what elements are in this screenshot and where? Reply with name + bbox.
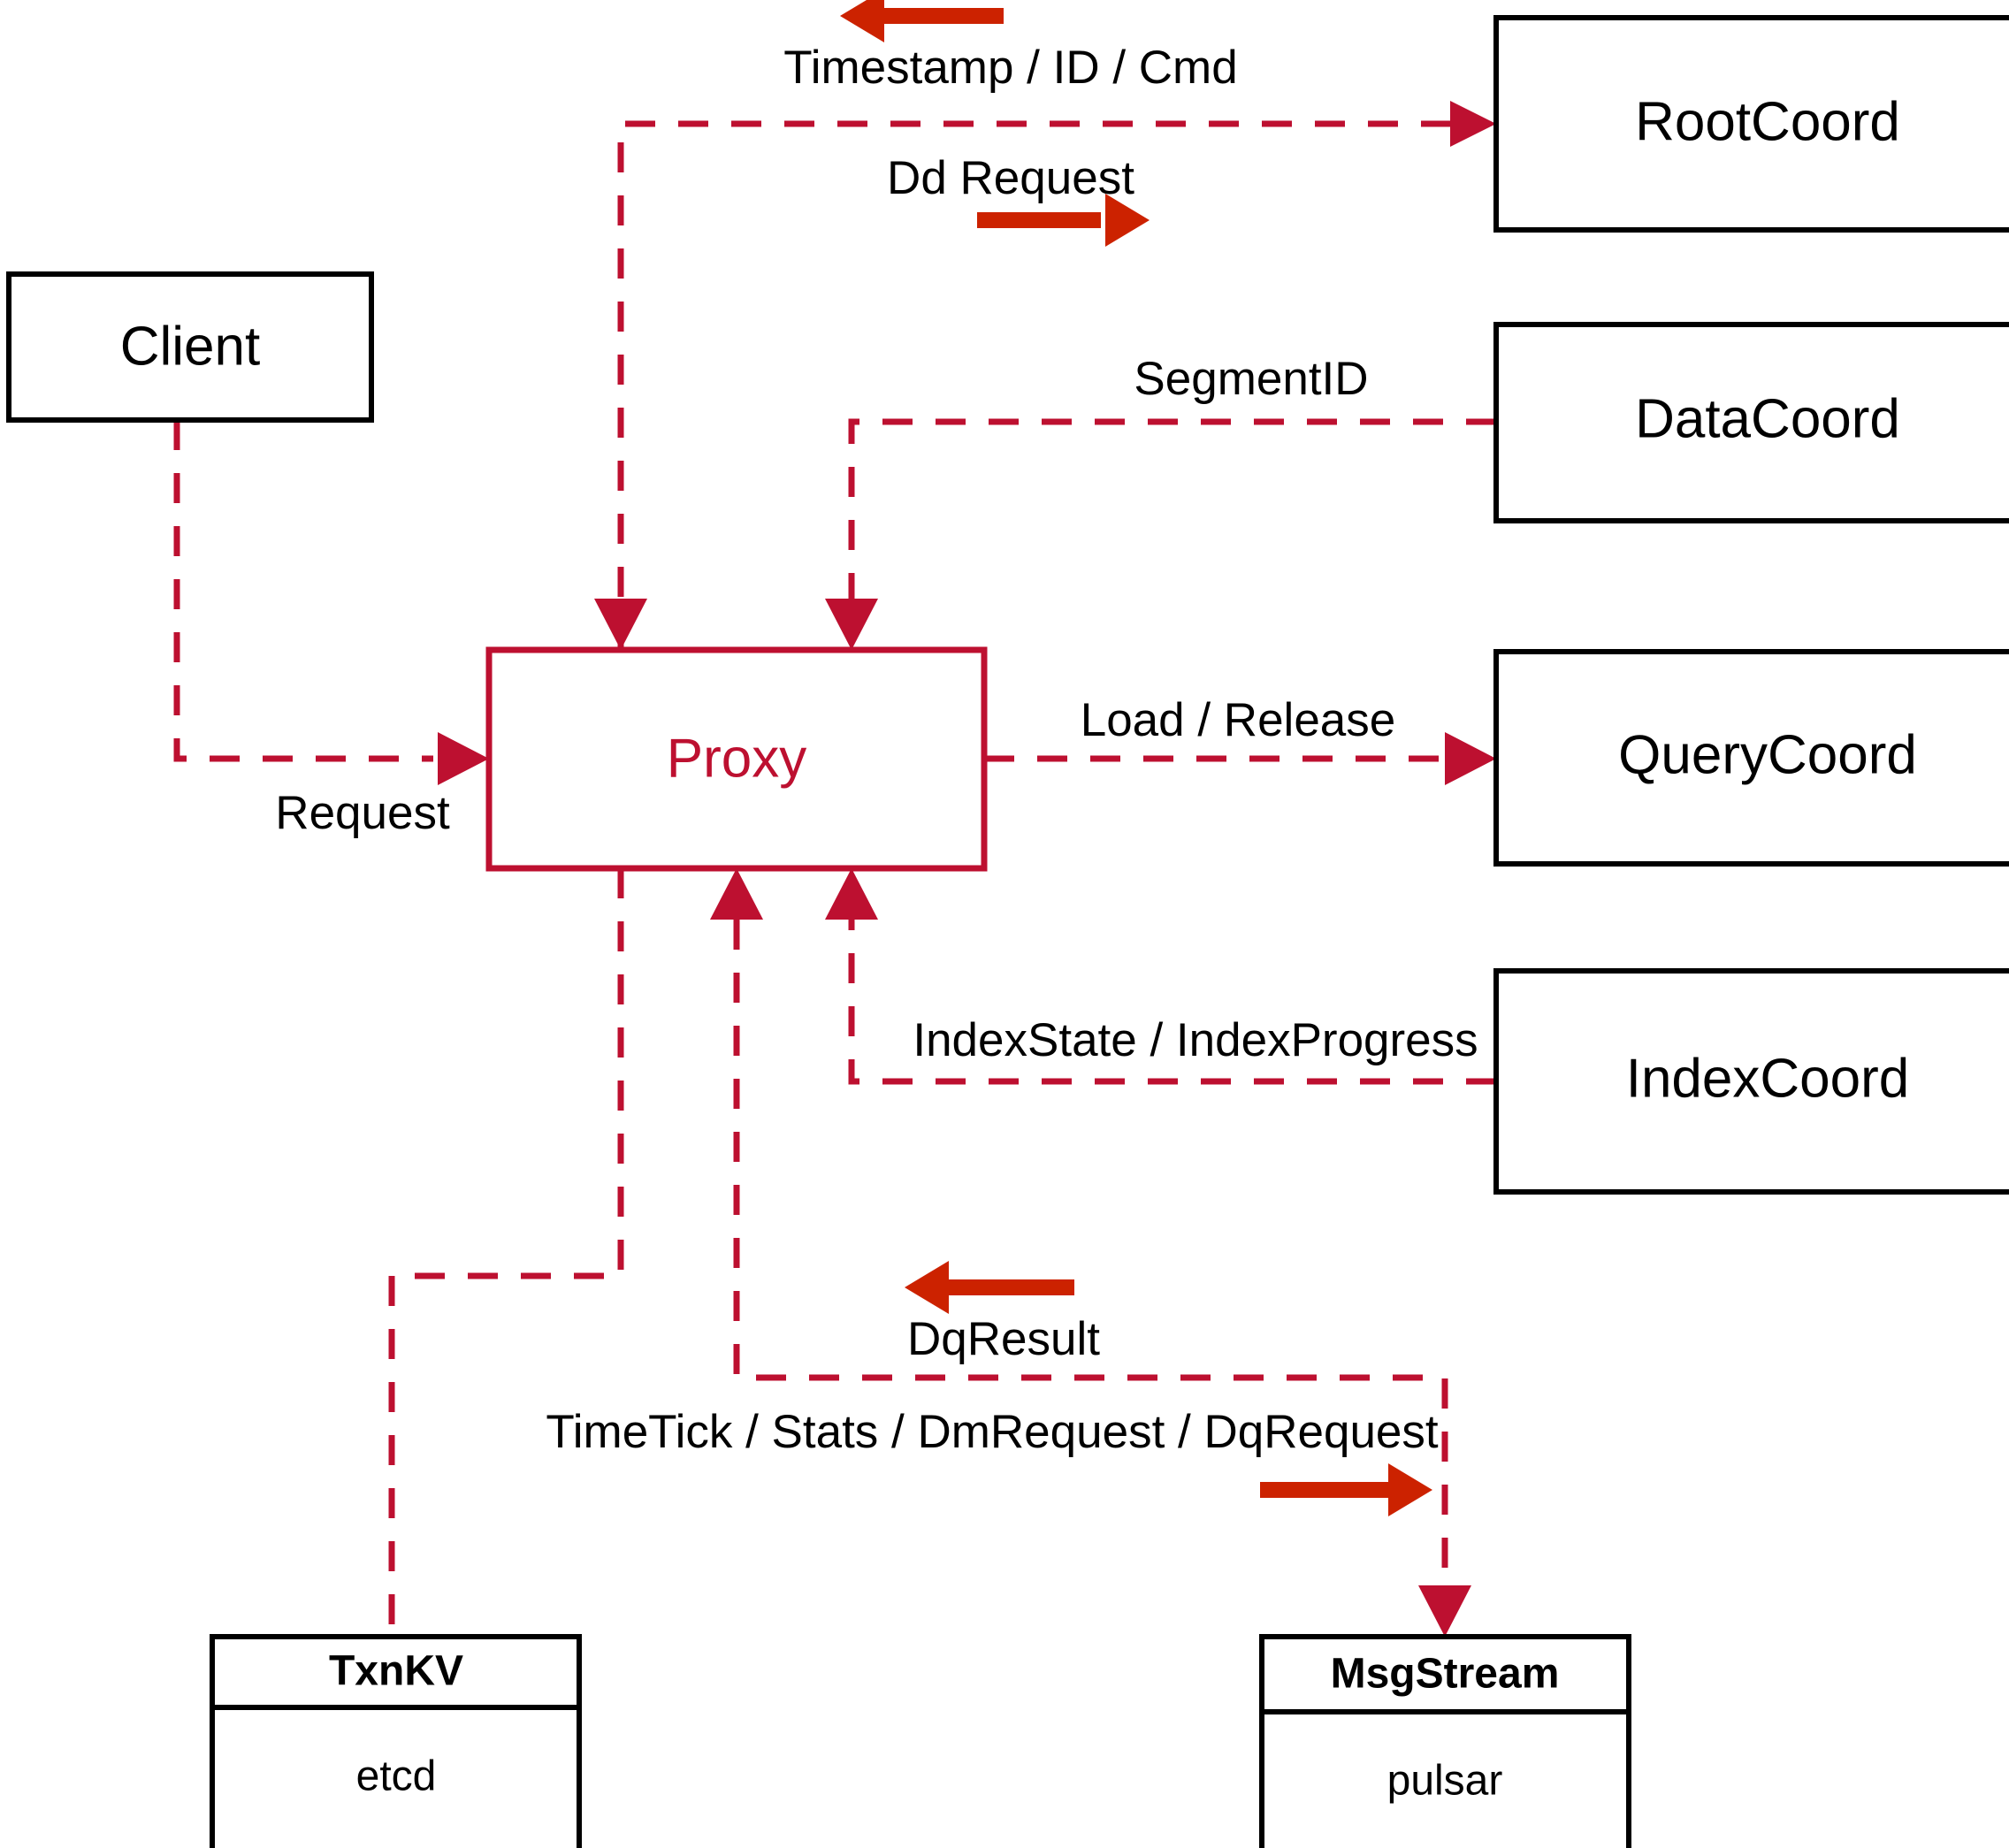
flow-arrow-dd-shaft — [977, 212, 1101, 228]
edge-load-release — [984, 732, 1496, 785]
edge-label-timetick-stats: TimeTick / Stats / DmRequest / DqRequest — [546, 1406, 1439, 1458]
edge-label-index-state: IndexState / IndexProgress — [913, 1014, 1478, 1066]
edge-dd-request-path — [617, 120, 1468, 650]
node-querycoord-box[interactable] — [1493, 649, 2009, 867]
edge-label-request: Request — [275, 787, 450, 839]
edge-request — [173, 420, 489, 785]
flow-arrow-dqresult-head — [905, 1261, 949, 1314]
node-txnkv-sub-label: etcd — [356, 1753, 437, 1800]
flow-arrow-timestamp-head — [840, 0, 884, 42]
node-querycoord[interactable]: QueryCoord — [1493, 649, 2009, 867]
edge-msgstream-path — [733, 920, 1448, 1592]
edge-msgstream-proxy-arrowhead — [710, 868, 763, 920]
node-proxy-box[interactable] — [485, 646, 988, 872]
node-datacoord-box[interactable] — [1493, 322, 2009, 523]
node-msgstream-box[interactable] — [1259, 1634, 1631, 1848]
node-datacoord[interactable]: DataCoord — [1493, 322, 2009, 523]
node-client-box[interactable] — [6, 271, 374, 423]
node-indexcoord-box[interactable] — [1493, 968, 2009, 1195]
node-rootcoord[interactable]: RootCoord — [1493, 15, 2009, 233]
node-proxy[interactable]: Proxy — [485, 646, 988, 872]
edge-index-state-arrowhead — [825, 868, 878, 920]
edge-label-load-release: Load / Release — [1081, 694, 1396, 746]
flow-arrow-timetick-right — [1260, 1463, 1432, 1516]
edge-dd-request — [594, 101, 1496, 650]
node-msgstream-sub-label: pulsar — [1387, 1758, 1503, 1805]
flow-arrow-timestamp-left — [840, 0, 1004, 42]
edge-segment-id-path — [848, 418, 1496, 625]
edge-load-release-arrowhead — [1445, 732, 1496, 785]
node-txnkv-label: TxnKV — [329, 1648, 463, 1695]
node-msgstream-label: MsgStream — [1331, 1651, 1560, 1698]
flow-arrow-dqresult-left — [905, 1261, 1074, 1314]
node-txnkv[interactable]: TxnKV etcd — [210, 1634, 582, 1848]
edge-request-arrowhead — [438, 732, 489, 785]
edge-label-segment-id: SegmentID — [1134, 353, 1368, 405]
node-rootcoord-box[interactable] — [1493, 15, 2009, 233]
node-client-label: Client — [120, 316, 261, 377]
flow-arrow-dd-head — [1105, 194, 1150, 247]
edge-index-state-path — [848, 920, 1496, 1085]
edge-dd-request-proxy-arrowhead — [594, 599, 647, 650]
flow-arrow-timetick-head — [1388, 1463, 1432, 1516]
edge-segment-id-arrowhead — [825, 599, 878, 650]
edge-msgstream — [710, 868, 1471, 1637]
edge-msgstream-arrowhead — [1418, 1585, 1471, 1637]
node-indexcoord[interactable]: IndexCoord — [1493, 968, 2009, 1195]
node-indexcoord-label: IndexCoord — [1626, 1048, 1910, 1109]
edge-txnkv — [388, 868, 624, 1637]
node-msgstream[interactable]: MsgStream pulsar — [1259, 1634, 1631, 1848]
edge-request-path — [173, 420, 433, 762]
node-querycoord-label: QueryCoord — [1618, 724, 1917, 785]
edge-index-state — [825, 868, 1496, 1085]
flow-arrow-dqresult-shaft — [937, 1279, 1074, 1295]
flow-arrow-timestamp-shaft — [871, 8, 1004, 24]
flow-arrow-dd-request-right — [977, 194, 1150, 247]
flow-arrow-timetick-shaft — [1260, 1482, 1388, 1498]
edge-dd-request-arrowhead — [1450, 101, 1496, 147]
node-datacoord-label: DataCoord — [1635, 388, 1900, 449]
node-rootcoord-label: RootCoord — [1635, 91, 1900, 152]
node-proxy-label: Proxy — [667, 728, 806, 789]
node-txnkv-box[interactable] — [210, 1634, 582, 1848]
edge-label-dd-request: Dd Request — [887, 152, 1134, 204]
node-client[interactable]: Client — [6, 271, 374, 423]
edge-label-dq-result: DqResult — [907, 1313, 1100, 1365]
edge-txnkv-path — [388, 868, 624, 1637]
edge-segment-id — [825, 418, 1496, 650]
edge-label-timestamp-id-cmd: Timestamp / ID / Cmd — [783, 42, 1237, 94]
